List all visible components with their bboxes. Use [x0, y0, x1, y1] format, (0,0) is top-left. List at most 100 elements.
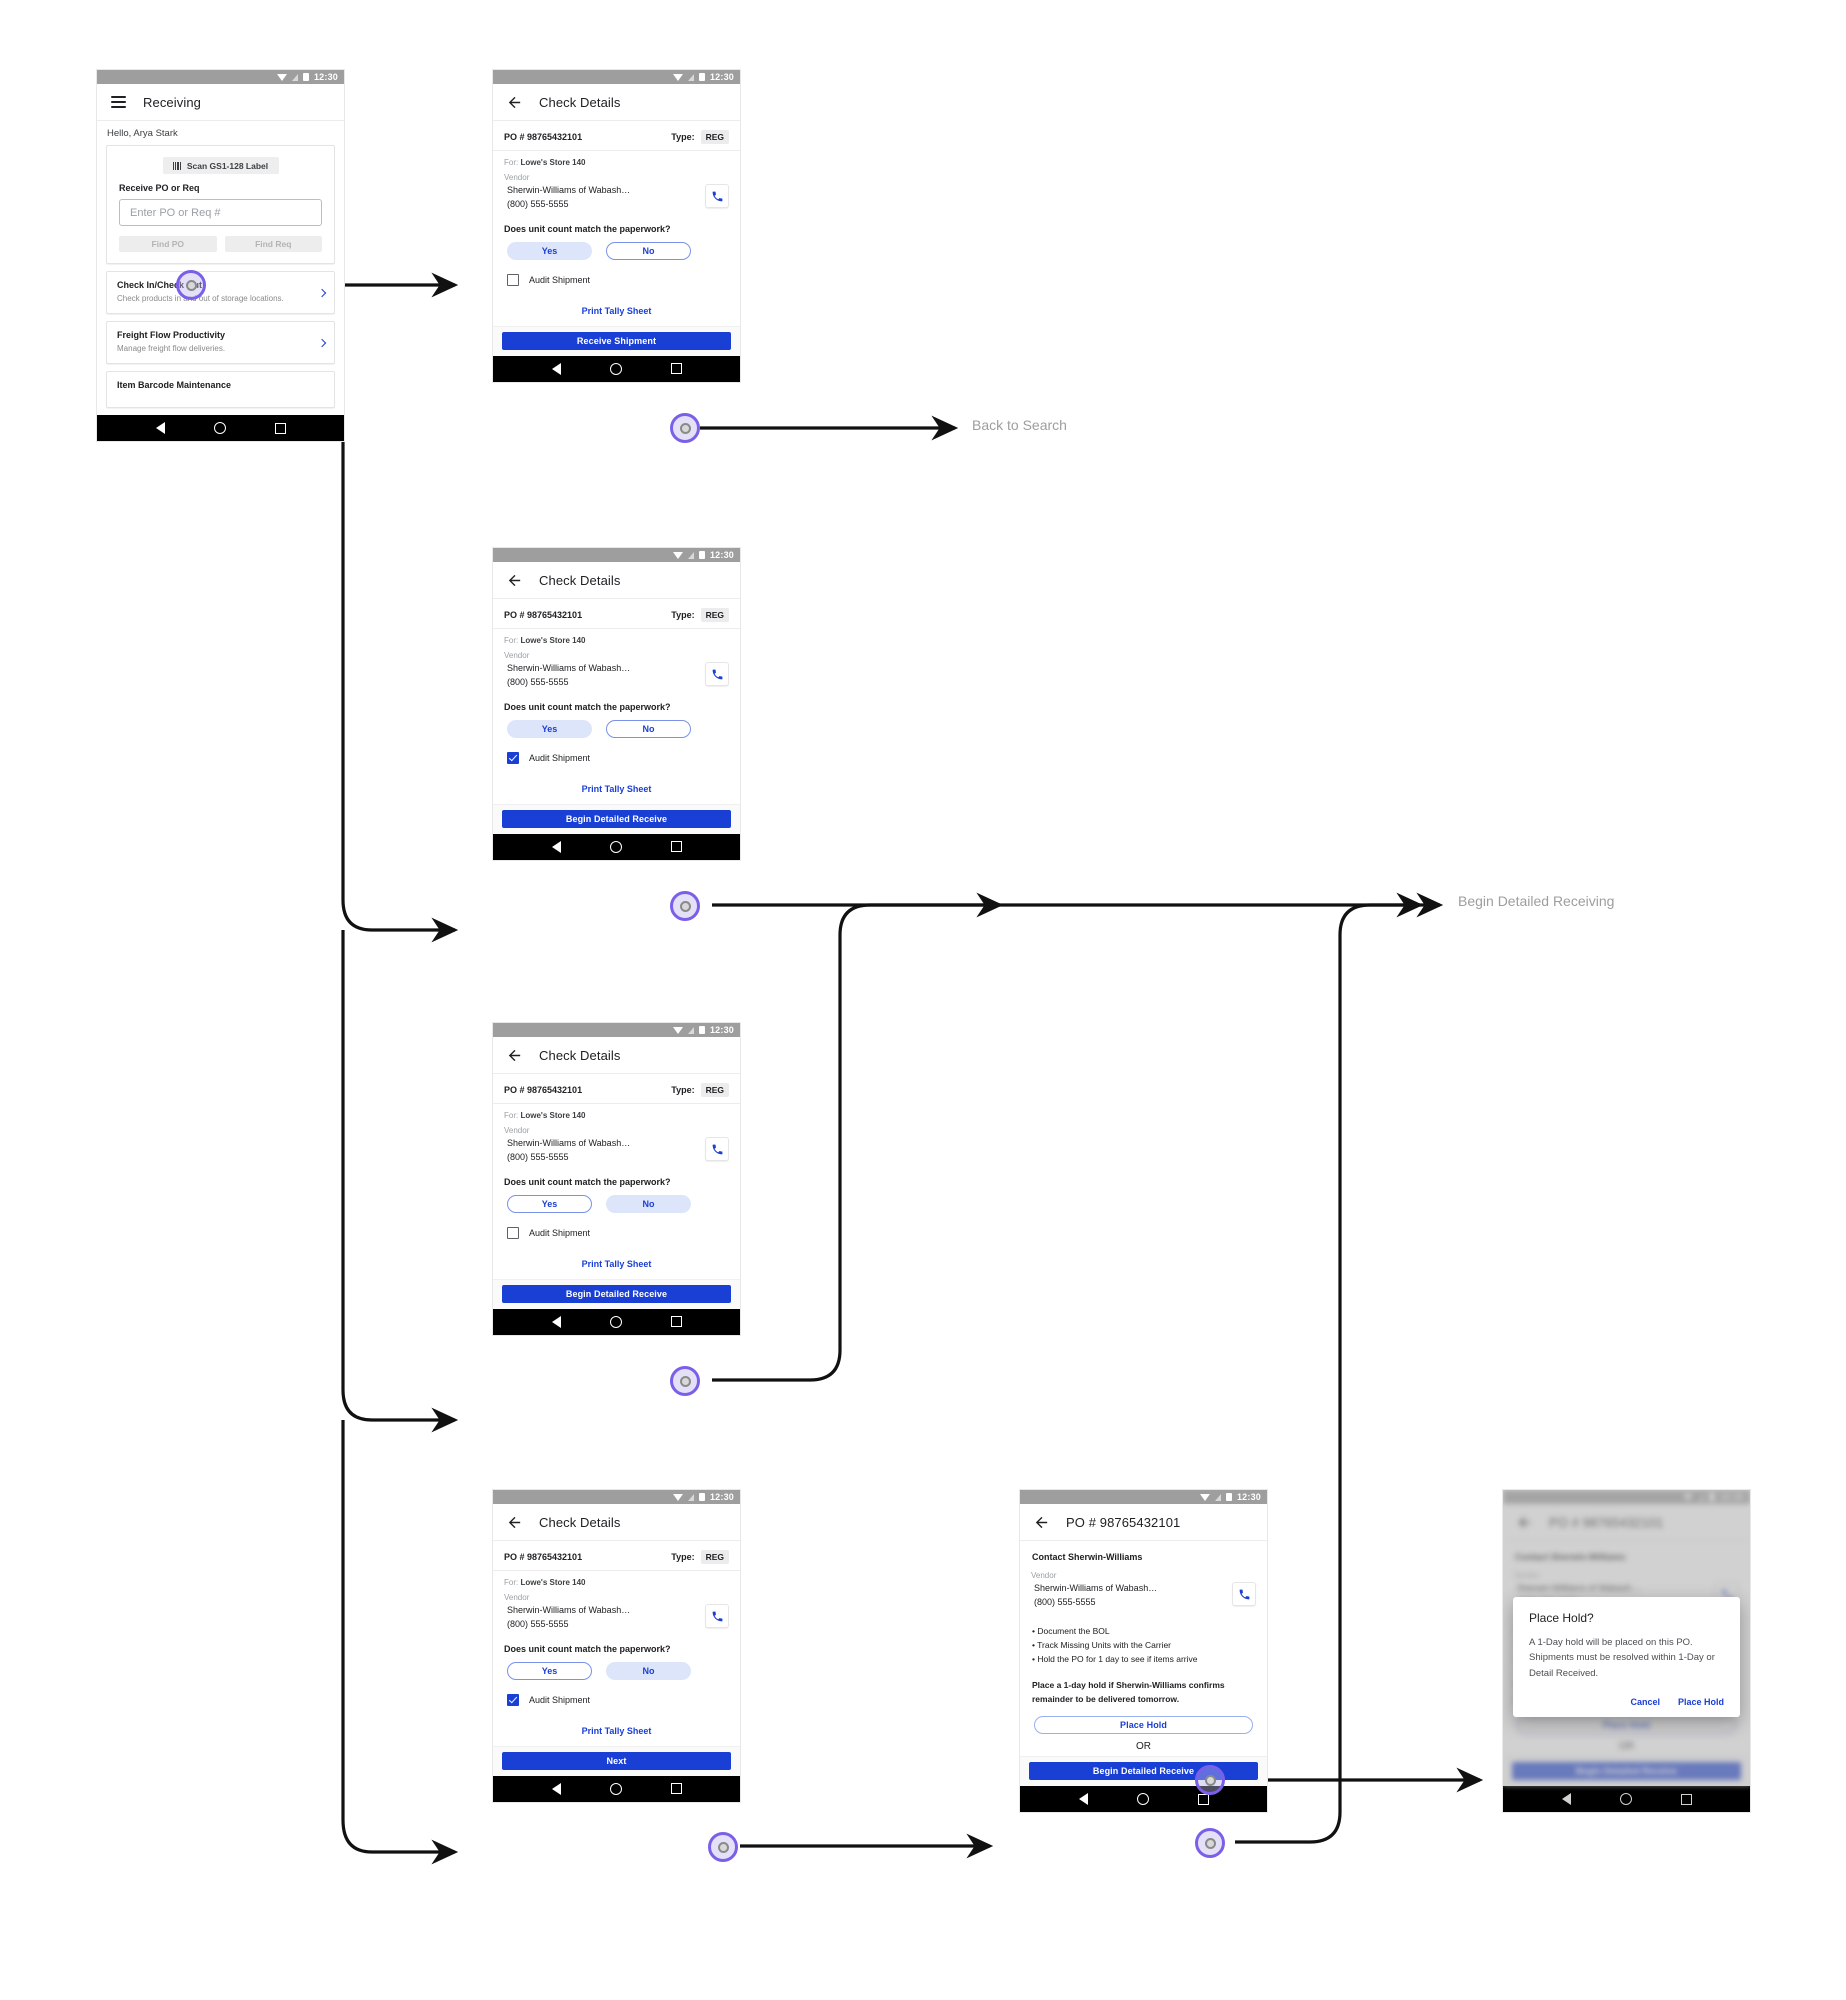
android-nav-bar: [493, 1308, 740, 1335]
nav-home-icon[interactable]: [609, 362, 622, 375]
dialog-actions: Cancel Place Hold: [1529, 1697, 1724, 1707]
nav-back-icon[interactable]: [551, 1782, 561, 1795]
arrow-left-icon[interactable]: [505, 1046, 523, 1064]
po-header-row: PO # 98765432101 Type: REG: [493, 121, 740, 151]
nav-recents-icon[interactable]: [1197, 1793, 1209, 1805]
phone-icon[interactable]: [1232, 1582, 1256, 1606]
arrow-left-icon[interactable]: [505, 571, 523, 589]
answer-yes-button[interactable]: Yes: [507, 1194, 592, 1213]
nav-recents-icon[interactable]: [670, 363, 682, 375]
nav-home-icon[interactable]: [609, 840, 622, 853]
click-hotspot-next[interactable]: [708, 1832, 738, 1862]
nav-back-icon[interactable]: [1078, 1793, 1088, 1806]
signal-icon: [687, 73, 694, 81]
status-icons: [1199, 1493, 1232, 1501]
place-hold-dialog: Place Hold? A 1-Day hold will be placed …: [1513, 1597, 1740, 1718]
cta-bar: Next: [493, 1745, 740, 1776]
answer-yes-button[interactable]: Yes: [507, 719, 592, 738]
click-hotspot-begin-detailed-receive-2[interactable]: [670, 1366, 700, 1396]
nav-home-icon[interactable]: [609, 1782, 622, 1795]
cta-bar: Receive Shipment: [493, 325, 740, 356]
click-hotspot-find-po[interactable]: [176, 270, 206, 300]
nav-recents-icon[interactable]: [670, 841, 682, 853]
nav-home-icon[interactable]: [213, 422, 226, 435]
audit-shipment-row[interactable]: Audit Shipment: [493, 1213, 740, 1239]
print-tally-sheet-link[interactable]: Print Tally Sheet: [581, 305, 652, 316]
answer-no-button[interactable]: No: [606, 719, 691, 738]
status-bar: 12:30: [493, 1490, 740, 1504]
answer-no-button[interactable]: No: [606, 1194, 691, 1213]
click-hotspot-begin-detailed-receive-1[interactable]: [670, 891, 700, 921]
nav-back-icon[interactable]: [551, 840, 561, 853]
place-hold-button[interactable]: Place Hold: [1034, 1716, 1253, 1735]
nav-recents-icon[interactable]: [670, 1316, 682, 1328]
vendor-label: Vendor: [504, 1126, 530, 1135]
place-hold-wrap: Place Hold: [1020, 1706, 1267, 1735]
greeting-text: Hello, Arya Stark: [107, 128, 178, 139]
answer-yes-button[interactable]: Yes: [507, 241, 592, 260]
click-hotspot-receive-shipment[interactable]: [670, 413, 700, 443]
app-bar: Check Details: [493, 562, 740, 599]
click-hotspot-place-hold[interactable]: [1195, 1765, 1225, 1795]
find-req-button[interactable]: Find Req: [224, 236, 322, 252]
nav-back-icon[interactable]: [551, 362, 561, 375]
audit-shipment-checkbox[interactable]: [507, 1693, 519, 1706]
po-header-row: PO # 98765432101 Type: REG: [493, 1074, 740, 1104]
hamburger-menu-icon[interactable]: [109, 93, 127, 111]
store-line: For: Lowe's Store 140: [493, 629, 740, 645]
arrow-left-icon[interactable]: [505, 93, 523, 111]
list-item-check-in-out[interactable]: Check In/Check Out Check products in and…: [106, 271, 335, 315]
po-req-input[interactable]: Enter PO or Req #: [119, 199, 322, 226]
status-icons: [672, 551, 705, 559]
begin-detailed-receive-button[interactable]: Begin Detailed Receive: [502, 809, 731, 828]
list-item-title: Item Barcode Maintenance: [117, 380, 232, 391]
bullet-item: • Document the BOL: [1032, 1625, 1110, 1636]
arrow-left-icon[interactable]: [505, 1513, 523, 1531]
arrow-left-icon[interactable]: [1032, 1513, 1050, 1531]
audit-shipment-checkbox[interactable]: [507, 273, 519, 286]
dialog-cancel-button[interactable]: Cancel: [1630, 1697, 1660, 1708]
answer-no-button[interactable]: No: [606, 241, 691, 260]
vendor-name: Sherwin-Williams of Wabash…: [1517, 1583, 1641, 1593]
nav-recents-icon[interactable]: [670, 1783, 682, 1795]
barcode-icon: [172, 161, 181, 170]
audit-shipment-checkbox[interactable]: [507, 751, 519, 764]
nav-back-icon[interactable]: [155, 422, 165, 435]
begin-detailed-receive-button[interactable]: Begin Detailed Receive: [502, 1284, 731, 1303]
nav-back-icon[interactable]: [551, 1315, 561, 1328]
print-tally-sheet-link[interactable]: Print Tally Sheet: [581, 1725, 652, 1736]
chevron-right-icon: [317, 338, 327, 347]
nav-recents-icon[interactable]: [274, 422, 286, 434]
click-hotspot-begin-detailed-receive-3[interactable]: [1195, 1828, 1225, 1858]
nav-home-icon[interactable]: [609, 1315, 622, 1328]
answer-no-button[interactable]: No: [606, 1661, 691, 1680]
store-line: For: Lowe's Store 140: [493, 1104, 740, 1120]
audit-shipment-label: Audit Shipment: [529, 1694, 591, 1705]
phone-icon[interactable]: [705, 1604, 729, 1628]
next-button[interactable]: Next: [502, 1751, 731, 1770]
nav-home-icon[interactable]: [1136, 1793, 1149, 1806]
page-title: Check Details: [539, 1047, 621, 1063]
phone-icon[interactable]: [705, 184, 729, 208]
audit-shipment-row[interactable]: Audit Shipment: [493, 738, 740, 764]
scan-gs1-button[interactable]: Scan GS1-128 Label: [162, 157, 279, 174]
yes-no-row: Yes No: [493, 234, 740, 260]
print-tally-sheet-link[interactable]: Print Tally Sheet: [581, 1258, 652, 1269]
answer-yes-button[interactable]: Yes: [507, 1661, 592, 1680]
contact-heading: Contact Sherwin-Williams: [1032, 1552, 1143, 1562]
audit-shipment-checkbox[interactable]: [507, 1226, 519, 1239]
dialog-confirm-button[interactable]: Place Hold: [1677, 1697, 1724, 1708]
list-item-item-barcode[interactable]: Item Barcode Maintenance: [106, 371, 335, 409]
receive-shipment-button[interactable]: Receive Shipment: [502, 331, 731, 350]
phone-icon[interactable]: [705, 1137, 729, 1161]
audit-shipment-row[interactable]: Audit Shipment: [493, 260, 740, 286]
contact-content: Contact Sherwin-Williams Vendor Sherwin-…: [1020, 1541, 1267, 1787]
audit-shipment-row[interactable]: Audit Shipment: [493, 1680, 740, 1706]
phone-icon[interactable]: [705, 662, 729, 686]
home-content: Hello, Arya Stark Scan GS1-128 Label Rec…: [97, 121, 344, 409]
find-po-button[interactable]: Find PO: [119, 236, 217, 252]
wifi-icon: [672, 1493, 683, 1501]
list-item-freight-flow[interactable]: Freight Flow Productivity Manage freight…: [106, 321, 335, 365]
phone-screen-receiving-home: 12:30 Receiving Hello, Arya Stark Scan G…: [97, 70, 344, 442]
print-tally-sheet-link[interactable]: Print Tally Sheet: [581, 783, 652, 794]
